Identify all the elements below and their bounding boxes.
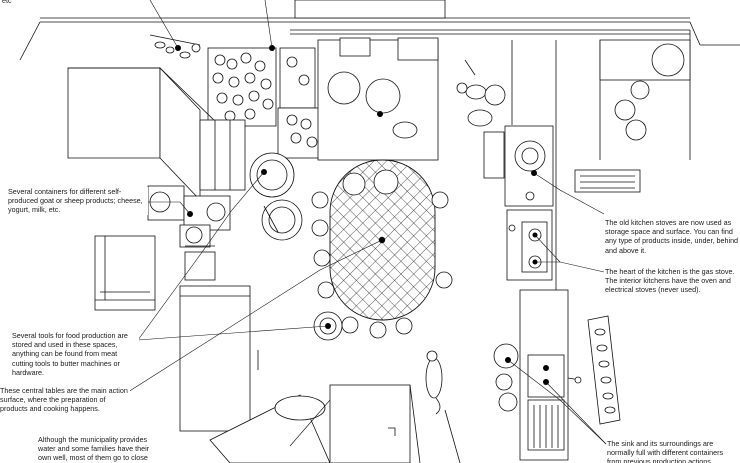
- gas-stove: [506, 209, 553, 281]
- cooking-pots: [249, 152, 303, 241]
- annotation-water: Although the municipality provides water…: [38, 435, 164, 463]
- central-counter: [317, 37, 439, 161]
- annotation-gas-stove: The heart of the kitchen is the gas stov…: [605, 267, 740, 295]
- annotation-stoves: The old kitchen stoves are now used as s…: [605, 218, 740, 255]
- cat-figure: [425, 350, 443, 415]
- small-chair: [184, 245, 216, 281]
- right-wall: [511, 30, 691, 460]
- leader-lines: [116, 0, 607, 447]
- bottom-left-slab: [209, 394, 331, 463]
- annotation-containers: Several containers for different self-pr…: [8, 187, 148, 215]
- sink-unit: [493, 289, 582, 461]
- left-cabinets: [67, 67, 246, 201]
- hanging-herbs: [149, 34, 201, 59]
- top-wall: [19, 0, 740, 61]
- annotation-tools: Several tools for food production are st…: [12, 331, 139, 378]
- dairy-containers: [147, 185, 231, 248]
- tall-cupboard: [179, 285, 259, 432]
- lower-tables: [329, 384, 461, 463]
- annotation-tables: These central tables are the main action…: [0, 386, 130, 414]
- annotation-etc: etc: [2, 0, 32, 6]
- bottle-rack: [587, 315, 621, 425]
- rack: [94, 235, 156, 311]
- right-top-items: [456, 59, 506, 127]
- central-table: [311, 159, 453, 341]
- annotation-sink: The sink and its surroundings are normal…: [607, 439, 737, 463]
- old-stove: [483, 125, 554, 207]
